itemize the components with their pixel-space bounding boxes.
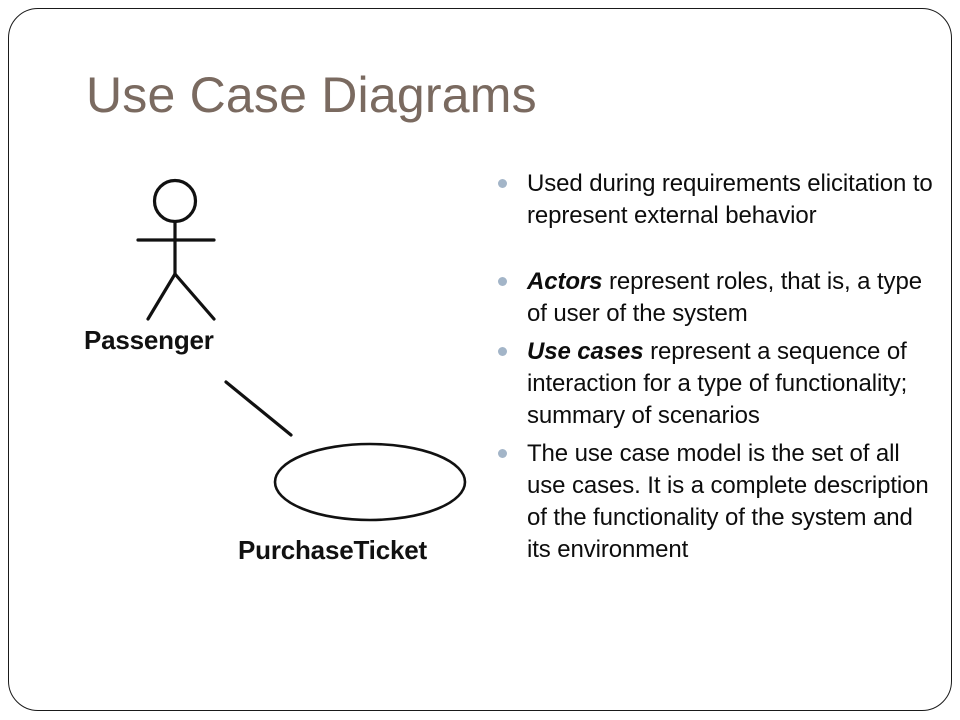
use-case-ellipse	[273, 442, 467, 522]
bullet-body: The use case model is the set of all use…	[527, 440, 929, 563]
bullet-dot-icon	[498, 277, 507, 286]
bullet-dot-icon	[498, 347, 507, 356]
bullet-body: represent roles, that is, a type of user…	[527, 268, 922, 327]
actor-left-leg-line	[146, 272, 177, 321]
list-item: Actors represent roles, that is, a type …	[498, 266, 938, 330]
bullet-text: The use case model is the set of all use…	[527, 438, 938, 566]
list-item: Used during requirements elicitation to …	[498, 168, 938, 232]
actor-stick-figure	[136, 178, 216, 321]
actor-head-icon	[152, 178, 198, 224]
bullet-dot-icon	[498, 449, 507, 458]
bullet-body: represent a sequence of interaction for …	[527, 338, 908, 429]
bullet-lead: Use cases	[527, 338, 644, 365]
bullet-text: Use cases represent a sequence of intera…	[527, 336, 938, 432]
bullet-body: Used during requirements elicitation to …	[527, 170, 933, 229]
bullet-lead: Actors	[527, 268, 603, 295]
bullet-list: Used during requirements elicitation to …	[498, 168, 938, 572]
list-item: Use cases represent a sequence of intera…	[498, 336, 938, 432]
actor-right-leg-line	[173, 272, 216, 321]
actor-label: Passenger	[84, 325, 214, 355]
use-case-diagram: Passenger PurchaseTicket	[40, 160, 500, 590]
list-item: The use case model is the set of all use…	[498, 438, 938, 566]
bullet-text: Used during requirements elicitation to …	[527, 168, 938, 232]
bullet-text: Actors represent roles, that is, a type …	[527, 266, 938, 330]
page-title: Use Case Diagrams	[86, 67, 537, 123]
use-case-label: PurchaseTicket	[238, 535, 427, 565]
association-line	[224, 380, 293, 437]
bullet-dot-icon	[498, 179, 507, 188]
